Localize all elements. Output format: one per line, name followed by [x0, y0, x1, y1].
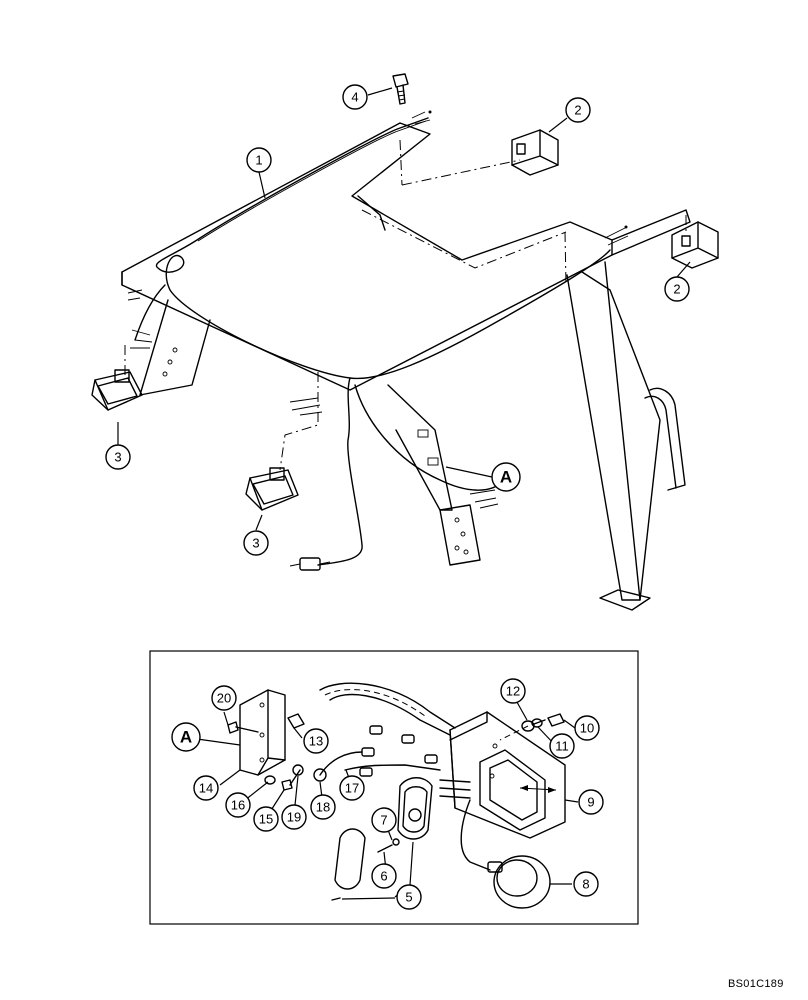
callout-16: 16 [225, 792, 251, 818]
svg-text:6: 6 [380, 869, 387, 884]
drawing-code: BS01C189 [728, 978, 784, 990]
callout-1: 1 [246, 147, 272, 173]
svg-text:17: 17 [345, 781, 359, 796]
svg-text:7: 7 [380, 813, 387, 828]
svg-text:4: 4 [351, 90, 358, 105]
callout-5: 5 [396, 884, 422, 910]
callout-11: 11 [549, 733, 575, 759]
bolt-icon [392, 73, 409, 105]
callout-13: 13 [303, 728, 329, 754]
svg-text:9: 9 [587, 795, 594, 810]
callout-14: 14 [193, 775, 219, 801]
svg-text:12: 12 [506, 684, 520, 699]
callout-20: 20 [211, 685, 237, 711]
hidden-lines [124, 139, 687, 471]
svg-text:2: 2 [574, 103, 581, 118]
svg-text:1: 1 [255, 153, 262, 168]
callout-12: 12 [500, 678, 526, 704]
reference-mark-a-detail: A [171, 722, 201, 752]
callout-2a: 2 [565, 97, 591, 123]
callout-15: 15 [253, 806, 279, 832]
callout-9: 9 [578, 789, 604, 815]
callout-3a: 3 [105, 444, 131, 470]
svg-text:3: 3 [252, 536, 259, 551]
svg-text:14: 14 [199, 781, 213, 796]
callout-7: 7 [371, 807, 397, 833]
svg-text:2: 2 [673, 282, 680, 297]
svg-text:A: A [180, 728, 192, 747]
svg-text:20: 20 [217, 691, 231, 706]
svg-text:15: 15 [259, 812, 273, 827]
svg-text:8: 8 [582, 877, 589, 892]
svg-text:3: 3 [114, 450, 121, 465]
wiring-harness [127, 110, 629, 571]
callout-10: 10 [574, 715, 600, 741]
detail-box [149, 650, 639, 925]
svg-text:18: 18 [316, 800, 330, 815]
flood-light-icon-3a [91, 369, 143, 411]
callout-8: 8 [573, 871, 599, 897]
svg-text:19: 19 [287, 810, 301, 825]
svg-text:11: 11 [555, 739, 569, 754]
callout-17: 17 [339, 775, 365, 801]
callout-6: 6 [371, 863, 397, 889]
svg-text:10: 10 [580, 721, 594, 736]
callout-4: 4 [342, 84, 368, 110]
callout-3b: 3 [243, 530, 269, 556]
work-light-icon-2b [671, 221, 719, 269]
svg-text:5: 5 [405, 890, 412, 905]
callout-2b: 2 [664, 276, 690, 302]
flood-light-icon-3b [245, 467, 299, 511]
svg-text:13: 13 [309, 734, 323, 749]
svg-text:16: 16 [231, 798, 245, 813]
callout-19: 19 [281, 804, 307, 830]
callout-18: 18 [310, 794, 336, 820]
work-light-icon-2a [511, 129, 559, 176]
reference-mark-a-top: A [491, 462, 521, 492]
svg-text:A: A [500, 468, 512, 487]
rops-frame [121, 122, 691, 611]
